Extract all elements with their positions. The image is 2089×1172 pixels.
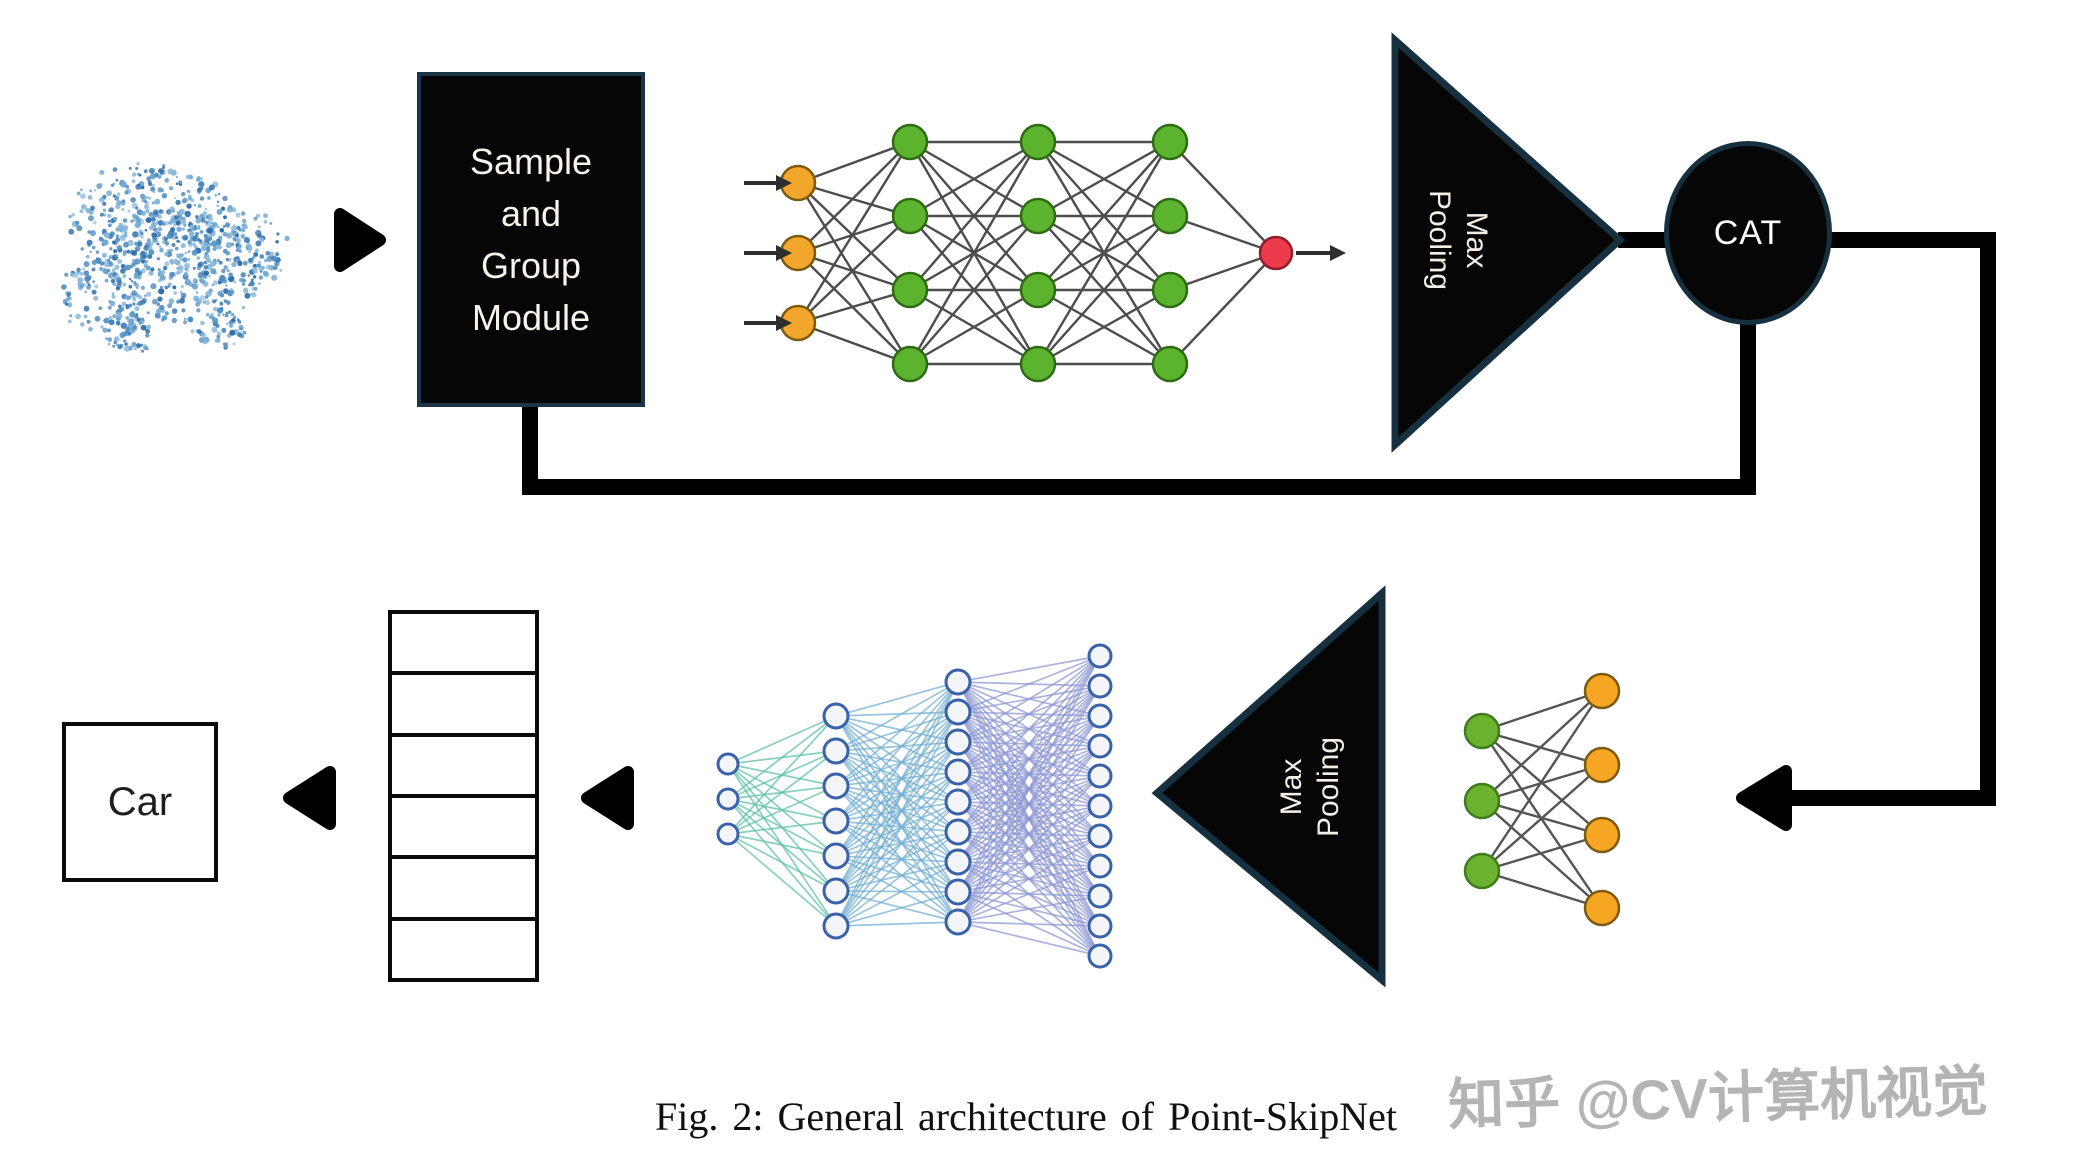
stack-row bbox=[392, 671, 535, 732]
classifier-mlp-node bbox=[1087, 643, 1113, 669]
stack-row bbox=[392, 793, 535, 855]
max-pooling-bottom-triangle bbox=[1151, 585, 1386, 988]
classifier-mlp-node bbox=[1087, 853, 1113, 879]
classifier-mlp-node bbox=[822, 912, 850, 940]
grouped-feature-net-node bbox=[1583, 672, 1621, 710]
classifier-mlp-network bbox=[716, 643, 1113, 969]
sample-box-line: Group bbox=[480, 244, 582, 286]
encoder-mlp-node bbox=[1258, 235, 1294, 271]
grouped-feature-net-node bbox=[1583, 816, 1621, 854]
classifier-mlp-node bbox=[1087, 733, 1113, 759]
grouped-feature-net-node bbox=[1463, 852, 1501, 890]
classifier-mlp-node bbox=[1087, 943, 1113, 969]
stack-row bbox=[392, 855, 535, 916]
encoder-mlp-node bbox=[1019, 123, 1057, 161]
figure-caption: Fig. 2: General architecture of Point-Sk… bbox=[654, 1094, 1398, 1139]
cat-to-decoder bbox=[1770, 232, 1996, 806]
sample-box-line: Sample bbox=[469, 140, 593, 182]
encoder-mlp-node bbox=[1151, 345, 1189, 383]
max-pooling-top-line2: Pooling bbox=[1423, 189, 1456, 291]
encoder-mlp-node bbox=[1019, 271, 1057, 309]
grouped-feature-net-node bbox=[1463, 712, 1501, 750]
classifier-mlp-node bbox=[944, 848, 972, 876]
max-pooling-top-label: Max Pooling bbox=[1421, 190, 1495, 290]
input-arrowhead bbox=[776, 315, 792, 331]
input-arrowhead bbox=[1330, 245, 1346, 261]
grouped-feature-net-network bbox=[1463, 672, 1621, 927]
classifier-mlp-node bbox=[1087, 763, 1113, 789]
encoder-mlp-node bbox=[1151, 123, 1189, 161]
grouped-feature-net-node bbox=[1583, 889, 1621, 927]
point-cloud-car bbox=[61, 162, 290, 353]
encoder-mlp-node bbox=[891, 123, 929, 161]
cat-line-head-arrow bbox=[1736, 765, 1792, 831]
classifier-mlp-node bbox=[944, 698, 972, 726]
classifier-mlp-node bbox=[822, 702, 850, 730]
classifier-mlp-node bbox=[1087, 913, 1113, 939]
stack-row bbox=[392, 614, 535, 671]
classifier-mlp-node bbox=[944, 908, 972, 936]
classifier-mlp-node bbox=[1087, 823, 1113, 849]
classifier-mlp-node bbox=[944, 878, 972, 906]
sample-box-line: and bbox=[500, 192, 562, 234]
classifier-mlp-node bbox=[822, 807, 850, 835]
encoder-mlp-node bbox=[1151, 271, 1189, 309]
classifier-mlp-node bbox=[716, 822, 740, 846]
input-arrowhead bbox=[776, 245, 792, 261]
stack-to-car-arrow bbox=[283, 766, 336, 830]
classifier-mlp-node bbox=[944, 728, 972, 756]
classifier-mlp-node bbox=[944, 668, 972, 696]
classifier-mlp-node bbox=[944, 818, 972, 846]
encoder-mlp-node bbox=[1019, 345, 1057, 383]
classification-output-box: Car bbox=[62, 722, 218, 882]
classifier-mlp-node bbox=[944, 788, 972, 816]
cat-concatenate-node: CAT bbox=[1664, 141, 1832, 325]
sample-box-line: Module bbox=[471, 296, 591, 338]
encoder-mlp-node bbox=[1019, 197, 1057, 235]
classifier-mlp-node bbox=[822, 737, 850, 765]
classifier-mlp-node bbox=[1087, 673, 1113, 699]
encoder-mlp-node bbox=[891, 345, 929, 383]
classifier-mlp-node bbox=[822, 842, 850, 870]
classifier-mlp-node bbox=[944, 758, 972, 786]
skip-connection bbox=[522, 318, 1756, 495]
encoder-mlp-network bbox=[779, 123, 1294, 383]
classifier-mlp-node bbox=[1087, 883, 1113, 909]
encoder-mlp-node bbox=[891, 271, 929, 309]
classifier-mlp-node bbox=[822, 877, 850, 905]
encoder-mlp-node bbox=[891, 197, 929, 235]
stack-row bbox=[392, 916, 535, 978]
classifier-mlp-node bbox=[716, 752, 740, 776]
grouped-feature-net-node bbox=[1583, 746, 1621, 784]
classifier-mlp-node bbox=[716, 787, 740, 811]
max-pooling-bottom-line2: Pooling bbox=[1312, 736, 1345, 838]
classifier-mlp-node bbox=[822, 772, 850, 800]
feature-vector-stack bbox=[388, 610, 539, 982]
grouped-feature-net-node bbox=[1463, 782, 1501, 820]
cloud-to-sample-arrow bbox=[334, 208, 386, 272]
max-pooling-bottom-label: Max Pooling bbox=[1273, 737, 1347, 837]
sample-and-group-module-box: Sample and Group Module bbox=[417, 72, 645, 407]
car-label: Car bbox=[107, 779, 173, 824]
mlp-to-stack-arrow bbox=[581, 766, 634, 830]
stack-row bbox=[392, 732, 535, 794]
cat-label: CAT bbox=[1713, 213, 1783, 252]
classifier-mlp-node bbox=[1087, 793, 1113, 819]
input-arrowhead bbox=[776, 175, 792, 191]
max-pooling-top-triangle bbox=[1391, 32, 1626, 453]
max-pooling-top-line1: Max bbox=[1460, 211, 1493, 269]
max-pooling-bottom-line1: Max bbox=[1275, 758, 1308, 816]
zhihu-watermark: 知乎 @CV计算机视觉 bbox=[1447, 1059, 1989, 1137]
encoder-mlp-node bbox=[1151, 197, 1189, 235]
classifier-mlp-node bbox=[1087, 703, 1113, 729]
